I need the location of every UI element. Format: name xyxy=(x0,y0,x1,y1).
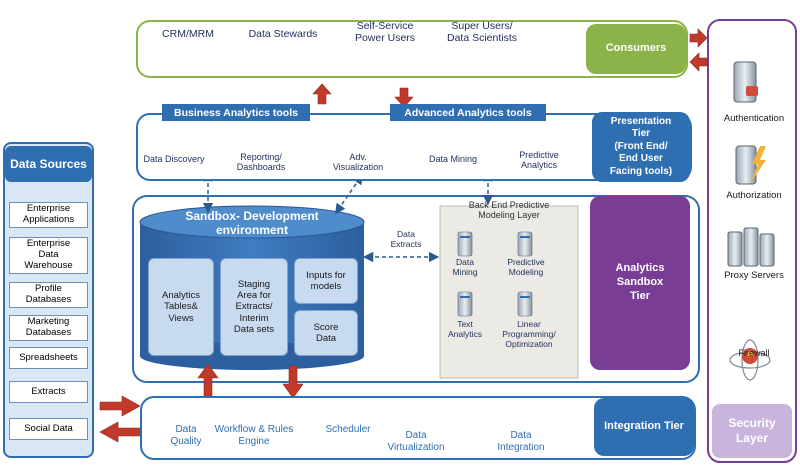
tab-business-analytics: Business Analytics tools xyxy=(162,104,310,121)
crm-label: CRM/MRM xyxy=(162,28,214,40)
data-scientists-label: Super Users/Data Scientists xyxy=(446,20,518,45)
authentication-label: Authentication xyxy=(723,113,785,124)
proxy-servers-icon xyxy=(727,227,775,267)
source-social-data: Social Data xyxy=(9,418,88,440)
red-arrows xyxy=(99,28,708,443)
backend-server-lights xyxy=(460,236,530,298)
data-sources-title: Data Sources xyxy=(5,146,92,182)
scheduler-label: Scheduler xyxy=(325,424,371,435)
authentication-icon xyxy=(733,61,758,103)
adv-viz-label: Adv.Visualization xyxy=(332,152,384,173)
source-extracts: Extracts xyxy=(9,381,88,403)
authorization-label: Authorization xyxy=(726,190,782,201)
tab-advanced-analytics: Advanced Analytics tools xyxy=(390,104,546,121)
data-stewards-label: Data Stewards xyxy=(248,28,318,40)
integration-tier-label: Integration Tier xyxy=(594,398,694,456)
source-spreadsheets: Spreadsheets xyxy=(9,347,88,369)
data-discovery-label: Data Discovery xyxy=(143,154,205,164)
authorization-icon xyxy=(735,145,766,185)
firewall-label: Firewall xyxy=(738,348,770,358)
data-mining-label: Data Mining xyxy=(428,154,478,164)
proxy-servers-label: Proxy Servers xyxy=(724,270,784,281)
consumers-tier-label: Consumers xyxy=(586,24,686,74)
firewall-icon xyxy=(729,339,771,381)
reporting-label: Reporting/Dashboards xyxy=(236,152,286,173)
